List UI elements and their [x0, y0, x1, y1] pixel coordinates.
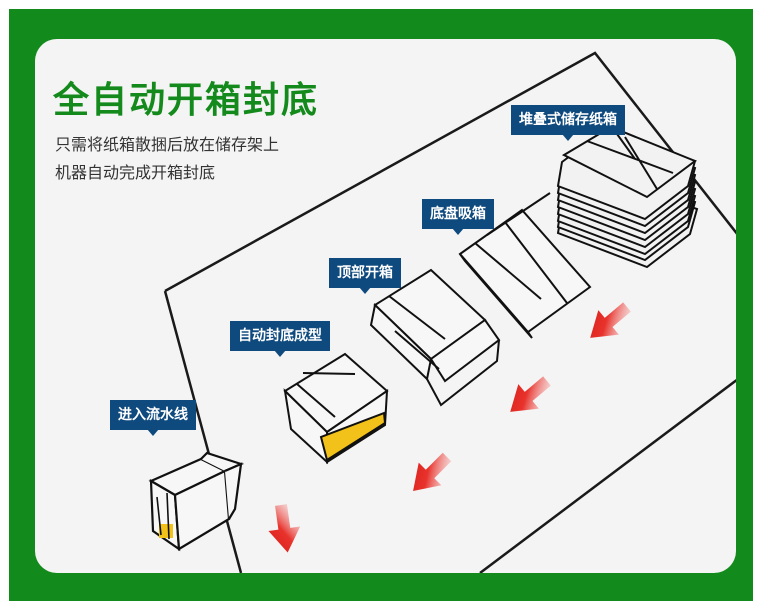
bottom-sealed-box [283, 352, 389, 465]
step-label-enter-line: 进入流水线 [110, 400, 196, 436]
page-title: 全自动开箱封底 [53, 80, 320, 121]
step-label-top-open: 顶部开箱 [329, 258, 401, 294]
opened-box [369, 268, 501, 407]
description-line-2: 机器自动完成开箱封底 [55, 163, 216, 182]
description-line-1: 只需将纸箱散捆后放在储存架上 [55, 135, 280, 154]
red-arrow-icon [413, 452, 452, 491]
step-label-bottom-seal: 自动封底成型 [230, 321, 330, 357]
step-label-base-suction: 底盘吸箱 [422, 199, 494, 235]
step-label-stacked-storage: 堆叠式储存纸箱 [511, 105, 625, 141]
red-arrow-icon [510, 376, 551, 412]
entering-box [148, 451, 245, 552]
red-arrow-icon [268, 504, 301, 553]
flat-box [458, 192, 592, 339]
process-illustration [148, 51, 736, 573]
content-panel: 全自动开箱封底 只需将纸箱散捆后放在储存架上 机器自动完成开箱封底 堆叠式储存纸… [35, 39, 736, 573]
red-arrow-icon [590, 302, 631, 338]
stacked-boxes [556, 125, 699, 269]
